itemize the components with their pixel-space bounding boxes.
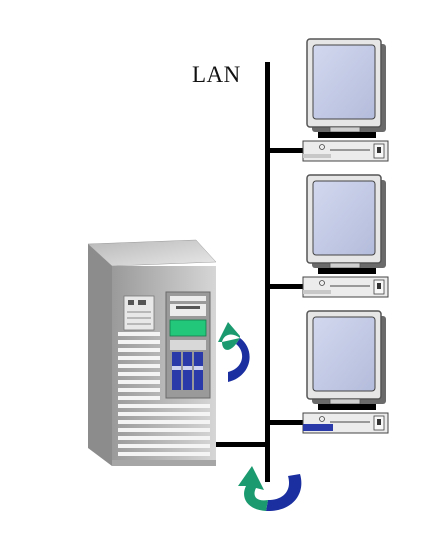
lan-network [214,62,303,482]
lan-label: LAN [192,62,241,87]
sync-arrow-icon [218,322,250,382]
workstation-icon [302,310,389,434]
server-tower-icon [87,239,217,466]
sync-arrow-icon [238,466,302,512]
workstation-3 [302,310,389,434]
workstation-2 [302,174,389,298]
workstation-icon [302,174,389,298]
lan-branch-3 [265,420,303,425]
lan-branch-2 [265,284,303,289]
lan-branch-server [214,442,270,447]
lan-branch-1 [265,148,303,153]
workstation-1 [302,38,389,162]
lan-backbone [265,62,270,482]
workstation-icon [302,38,389,162]
